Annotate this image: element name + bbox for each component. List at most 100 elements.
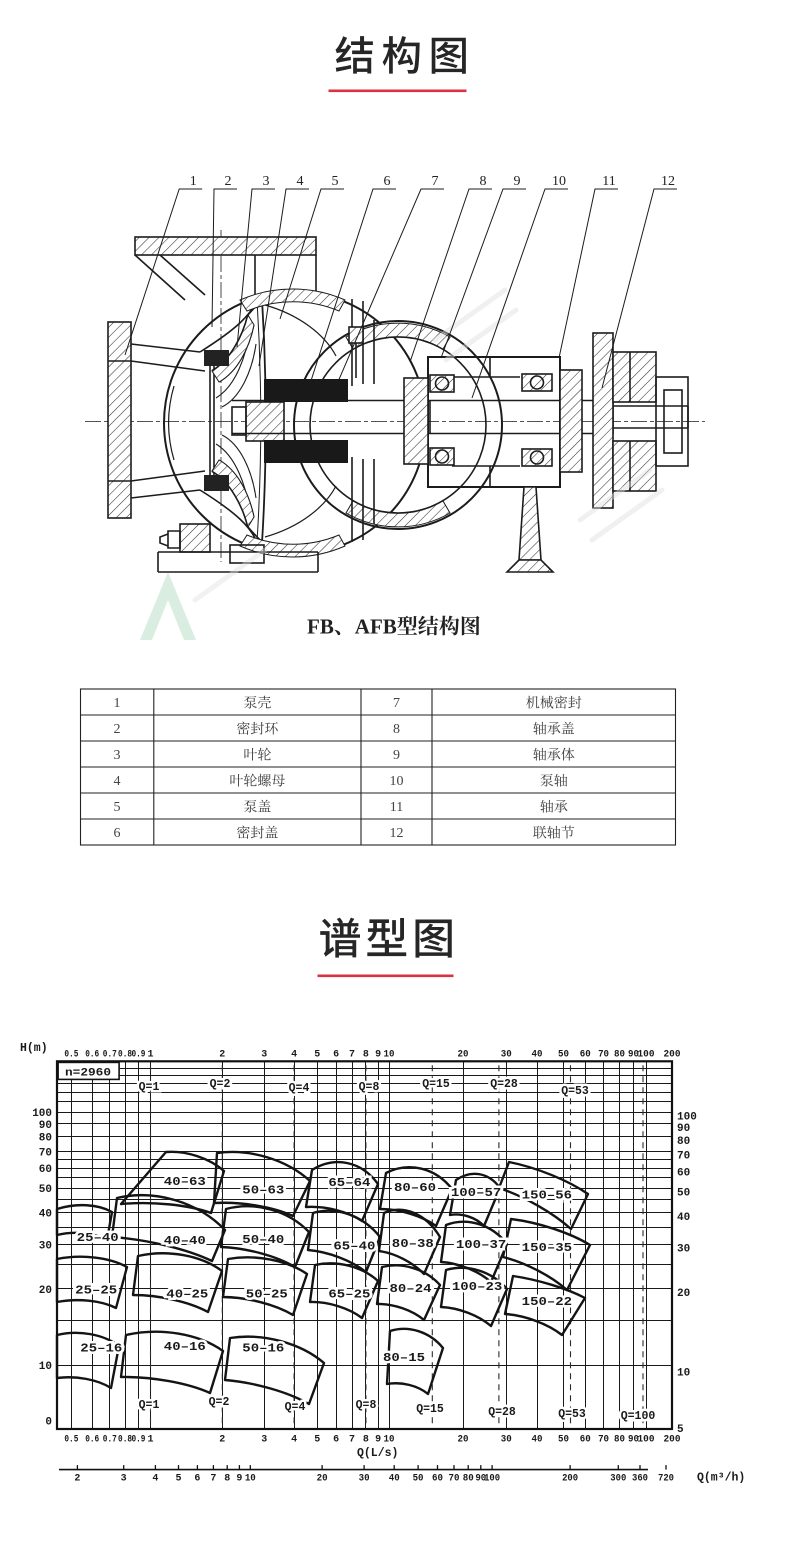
svg-text:80–38: 80–38 <box>392 1237 434 1251</box>
svg-text:40: 40 <box>532 1435 543 1446</box>
svg-text:11: 11 <box>602 174 615 189</box>
svg-text:0.8: 0.8 <box>118 1050 132 1061</box>
svg-text:100–23: 100–23 <box>452 1280 502 1294</box>
svg-text:6: 6 <box>114 826 121 841</box>
svg-text:H(m): H(m) <box>20 1042 48 1055</box>
svg-text:50–25: 50–25 <box>246 1287 288 1301</box>
svg-text:30: 30 <box>677 1244 690 1256</box>
svg-text:5: 5 <box>176 1474 182 1485</box>
svg-text:40: 40 <box>39 1209 52 1221</box>
svg-text:10: 10 <box>245 1474 256 1485</box>
svg-text:5: 5 <box>314 1050 320 1061</box>
svg-text:200: 200 <box>664 1435 681 1446</box>
svg-text:8: 8 <box>480 174 487 189</box>
svg-text:9: 9 <box>236 1474 242 1485</box>
svg-text:150–56: 150–56 <box>522 1189 572 1203</box>
svg-text:30: 30 <box>39 1240 52 1252</box>
svg-text:100: 100 <box>32 1108 52 1120</box>
svg-text:150–22: 150–22 <box>522 1295 572 1309</box>
svg-text:80–24: 80–24 <box>390 1282 432 1296</box>
svg-text:3: 3 <box>261 1050 267 1061</box>
svg-text:5: 5 <box>114 800 121 815</box>
svg-text:65–64: 65–64 <box>328 1176 370 1190</box>
svg-text:0.6: 0.6 <box>85 1050 99 1061</box>
svg-text:40: 40 <box>532 1050 543 1061</box>
svg-text:60: 60 <box>432 1474 443 1485</box>
svg-text:Q=28: Q=28 <box>488 1406 516 1419</box>
svg-text:65–40: 65–40 <box>333 1239 375 1253</box>
svg-text:40–16: 40–16 <box>164 1340 206 1354</box>
svg-text:50: 50 <box>558 1435 569 1446</box>
svg-text:2: 2 <box>74 1474 80 1485</box>
svg-text:0.8: 0.8 <box>118 1435 132 1446</box>
svg-text:5: 5 <box>332 174 339 189</box>
svg-text:70: 70 <box>677 1151 690 1163</box>
svg-text:Q=15: Q=15 <box>422 1078 450 1091</box>
svg-text:1: 1 <box>147 1050 153 1061</box>
svg-text:7: 7 <box>349 1050 355 1061</box>
svg-text:70: 70 <box>598 1050 609 1061</box>
svg-text:70: 70 <box>39 1147 52 1159</box>
svg-text:80: 80 <box>463 1474 474 1485</box>
svg-text:Q=4: Q=4 <box>289 1082 310 1095</box>
svg-text:9: 9 <box>375 1435 381 1446</box>
svg-text:50: 50 <box>413 1474 424 1485</box>
svg-text:Q=53: Q=53 <box>558 1408 586 1421</box>
svg-text:150–35: 150–35 <box>522 1241 572 1255</box>
svg-text:200: 200 <box>664 1050 681 1061</box>
svg-text:9: 9 <box>393 748 400 763</box>
svg-text:Q(L/s): Q(L/s) <box>357 1447 398 1460</box>
svg-text:100: 100 <box>638 1050 655 1061</box>
svg-text:100: 100 <box>484 1474 500 1485</box>
svg-text:90: 90 <box>677 1123 690 1135</box>
svg-text:Q(m³/h): Q(m³/h) <box>697 1472 745 1485</box>
svg-text:0.5: 0.5 <box>64 1435 78 1446</box>
svg-text:100–57: 100–57 <box>451 1186 501 1200</box>
svg-text:80–60: 80–60 <box>394 1181 436 1195</box>
svg-text:100: 100 <box>638 1435 655 1446</box>
svg-text:Q=8: Q=8 <box>356 1399 377 1412</box>
svg-text:3: 3 <box>263 174 270 189</box>
svg-text:40: 40 <box>677 1212 690 1224</box>
svg-text:50–40: 50–40 <box>242 1233 284 1247</box>
svg-text:5: 5 <box>314 1435 320 1446</box>
svg-text:300: 300 <box>610 1474 626 1485</box>
svg-text:10: 10 <box>384 1435 395 1446</box>
svg-text:7: 7 <box>393 696 400 711</box>
svg-text:30: 30 <box>359 1474 370 1485</box>
svg-text:50: 50 <box>677 1187 690 1199</box>
svg-text:50–63: 50–63 <box>242 1184 284 1198</box>
svg-text:10: 10 <box>39 1361 52 1373</box>
svg-text:Q=1: Q=1 <box>139 1081 160 1094</box>
svg-text:3: 3 <box>121 1474 127 1485</box>
svg-text:4: 4 <box>291 1050 297 1061</box>
svg-text:Q=4: Q=4 <box>285 1401 306 1414</box>
svg-text:Q=2: Q=2 <box>209 1396 230 1409</box>
svg-text:80: 80 <box>614 1435 625 1446</box>
svg-text:0.7: 0.7 <box>103 1050 117 1061</box>
svg-text:40–25: 40–25 <box>166 1287 208 1301</box>
svg-text:4: 4 <box>114 774 121 789</box>
svg-text:70: 70 <box>448 1474 459 1485</box>
svg-text:60: 60 <box>39 1164 52 1176</box>
svg-text:50: 50 <box>558 1050 569 1061</box>
svg-text:11: 11 <box>390 800 403 815</box>
svg-text:Q=100: Q=100 <box>621 1410 656 1423</box>
svg-text:720: 720 <box>658 1474 674 1485</box>
svg-text:12: 12 <box>390 826 404 841</box>
svg-text:65–25: 65–25 <box>328 1287 370 1301</box>
svg-text:Q=8: Q=8 <box>359 1081 380 1094</box>
svg-text:90: 90 <box>39 1120 52 1132</box>
svg-text:8: 8 <box>363 1050 369 1061</box>
svg-text:6: 6 <box>194 1474 200 1485</box>
svg-text:2: 2 <box>225 174 232 189</box>
svg-text:Q=15: Q=15 <box>416 1403 444 1416</box>
svg-text:6: 6 <box>333 1050 339 1061</box>
svg-text:40: 40 <box>389 1474 400 1485</box>
svg-text:0.5: 0.5 <box>64 1050 78 1061</box>
svg-text:Q=2: Q=2 <box>210 1078 231 1091</box>
svg-text:6: 6 <box>384 174 391 189</box>
svg-text:40–40: 40–40 <box>164 1234 206 1248</box>
svg-text:70: 70 <box>598 1435 609 1446</box>
svg-text:8: 8 <box>393 722 400 737</box>
